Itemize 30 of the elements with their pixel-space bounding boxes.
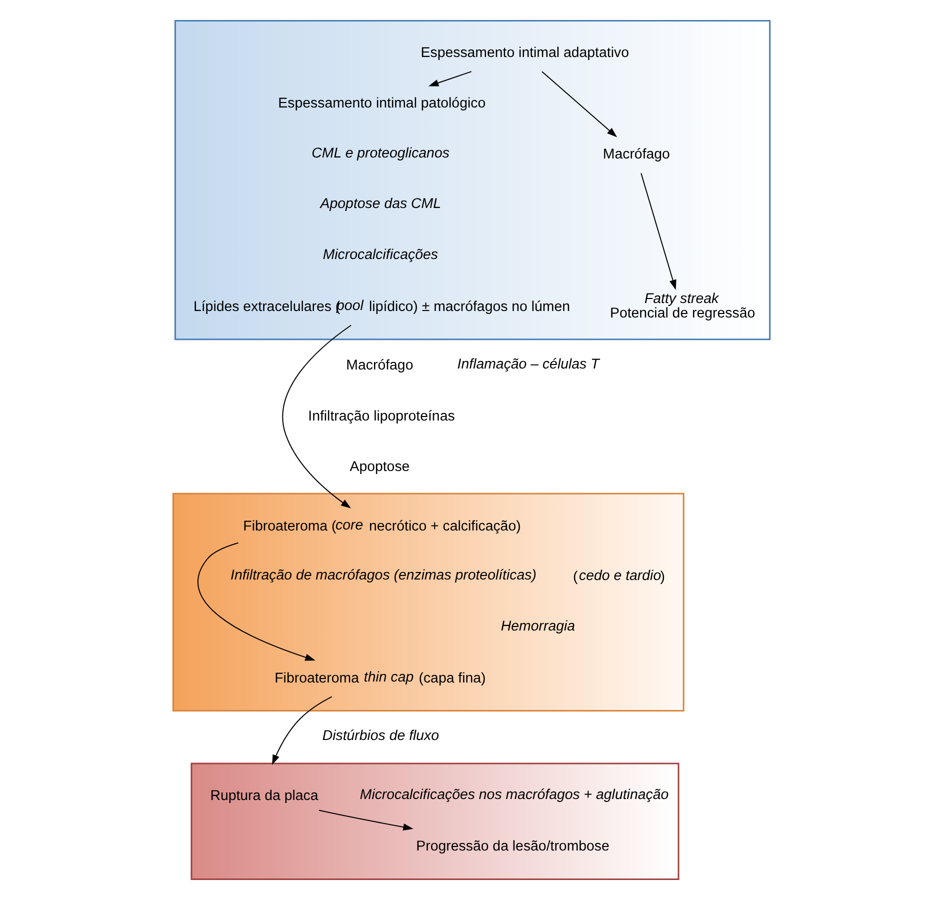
node-text: Espessamento intimal adaptativo	[420, 45, 629, 62]
label: Macrófago	[346, 358, 414, 374]
label: Inflamação – células T	[457, 356, 600, 373]
arrow	[542, 71, 618, 138]
arrow	[198, 542, 316, 661]
label: Microcalcificações nos macrófagos + aglutinação	[360, 786, 669, 803]
node-text: Ruptura da placa	[210, 788, 318, 804]
arrow	[318, 810, 414, 831]
cluster	[190, 762, 680, 880]
label: Infiltração lipoproteínas	[308, 408, 455, 424]
label: (cedo e tardio)	[572, 568, 665, 586]
label: Infiltração de macrófagos (enzimas proteolíticas)	[230, 568, 536, 584]
label: Hemorragia	[500, 618, 576, 634]
arrow	[282, 324, 352, 508]
node-text: Macrófago	[602, 146, 670, 162]
arrow	[272, 696, 332, 765]
label: Apoptose das CML	[320, 196, 441, 212]
node-text: Espessamento intimal patológico	[278, 96, 486, 112]
label: Distúrbios de fluxo	[322, 728, 440, 744]
label: Microcalcificações	[322, 246, 438, 263]
arrow	[428, 71, 472, 86]
node-text: Fatty streak Potencial de regressão	[610, 291, 756, 322]
cluster	[172, 492, 684, 712]
arrow	[640, 173, 676, 290]
label: CML e proteoglicanos	[312, 145, 450, 162]
cluster	[174, 20, 771, 340]
label: Apoptose	[350, 459, 410, 476]
node-text: Progressão da lesão/trombose	[416, 838, 610, 855]
node-text: Fibroateroma thin cap (capa fina)	[274, 670, 486, 687]
node-text: Fibroateroma (core necrótico + calcificação)	[243, 517, 521, 534]
